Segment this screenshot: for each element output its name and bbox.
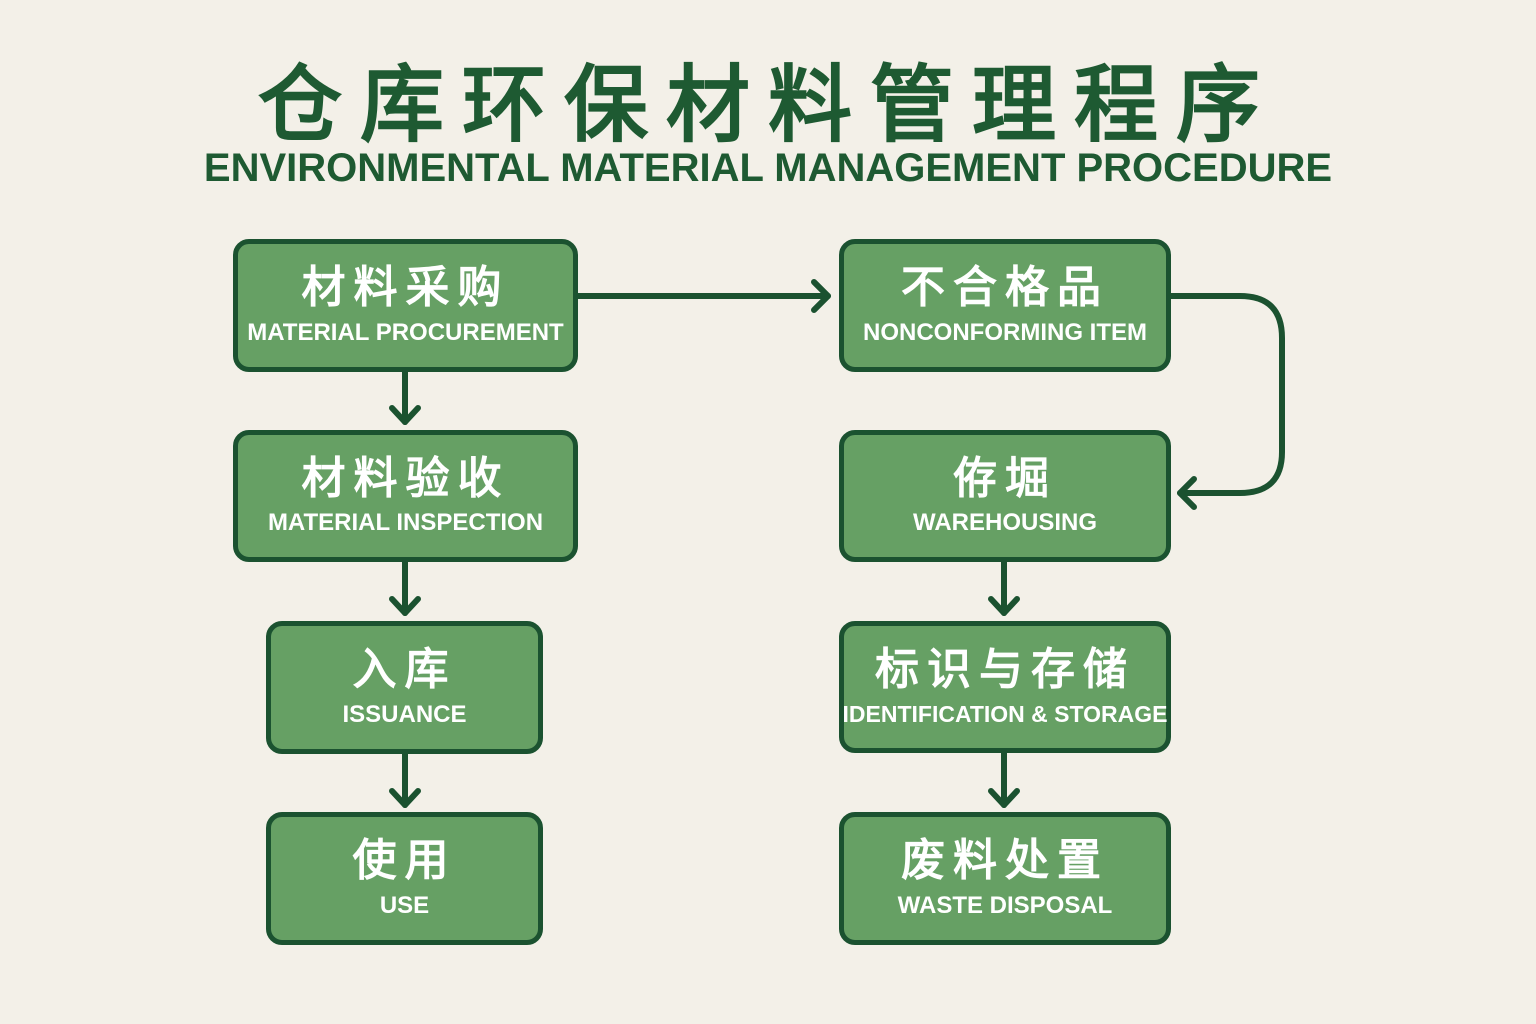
arrowhead-identification-to-waste	[988, 788, 1020, 808]
step-label-chinese: 侟堀	[953, 452, 1057, 504]
step-label-chinese: 使用	[352, 835, 457, 887]
step-label-chinese: 不合格品	[901, 262, 1109, 314]
step-label-english: MATERIAL PROCUREMENT	[247, 318, 564, 346]
page-title-chinese: 仓库环保材料管理程序	[257, 56, 1278, 154]
arrowhead-inspection-to-issuance	[389, 596, 421, 616]
step-issuance: 入库 ISSUANCE	[266, 621, 543, 754]
arrowhead-warehousing-to-identification	[988, 596, 1020, 616]
arrowhead-nonconforming-to-warehousing	[1177, 476, 1197, 510]
arrowhead-issuance-to-use	[389, 788, 421, 808]
step-label-english: IDENTIFICATION & STORAGE	[842, 700, 1168, 727]
step-use: 使用 USE	[266, 812, 543, 945]
arrowhead-procurement-to-nonconforming	[811, 279, 831, 313]
step-label-english: MATERIAL INSPECTION	[267, 509, 544, 537]
step-label-chinese: 标识与存储	[875, 644, 1135, 696]
step-label-english: ISSUANCE	[342, 700, 467, 728]
step-label-chinese: 废料处置	[901, 835, 1109, 887]
step-label-chinese: 入库	[352, 644, 457, 696]
step-warehousing: 侟堀 WAREHOUSING	[839, 430, 1171, 562]
step-identification-storage: 标识与存储 IDENTIFICATION & STORAGE	[839, 621, 1171, 753]
step-material-procurement: 材料采购 MATERIAL PROCUREMENT	[233, 239, 578, 372]
step-label-english: NONCONFORMING ITEM	[863, 318, 1147, 346]
step-nonconforming-item: 不合格品 NONCONFORMING ITEM	[839, 239, 1171, 372]
step-material-inspection: 材料验收 MATERIAL INSPECTION	[233, 430, 578, 562]
step-label-chinese: 材料采购	[301, 262, 510, 314]
arrow-nonconforming-to-warehousing	[1167, 293, 1285, 496]
step-label-english: USE	[379, 891, 430, 919]
step-label-english: WASTE DISPOSAL	[897, 891, 1113, 919]
step-waste-disposal: 废料处置 WASTE DISPOSAL	[839, 812, 1171, 945]
step-label-chinese: 材料验收	[301, 452, 510, 504]
page-title-english: ENVIRONMENTAL MATERIAL MANAGEMENT PROCED…	[203, 146, 1333, 190]
arrowhead-procurement-to-inspection	[389, 405, 421, 425]
step-label-english: WAREHOUSING	[912, 509, 1097, 537]
